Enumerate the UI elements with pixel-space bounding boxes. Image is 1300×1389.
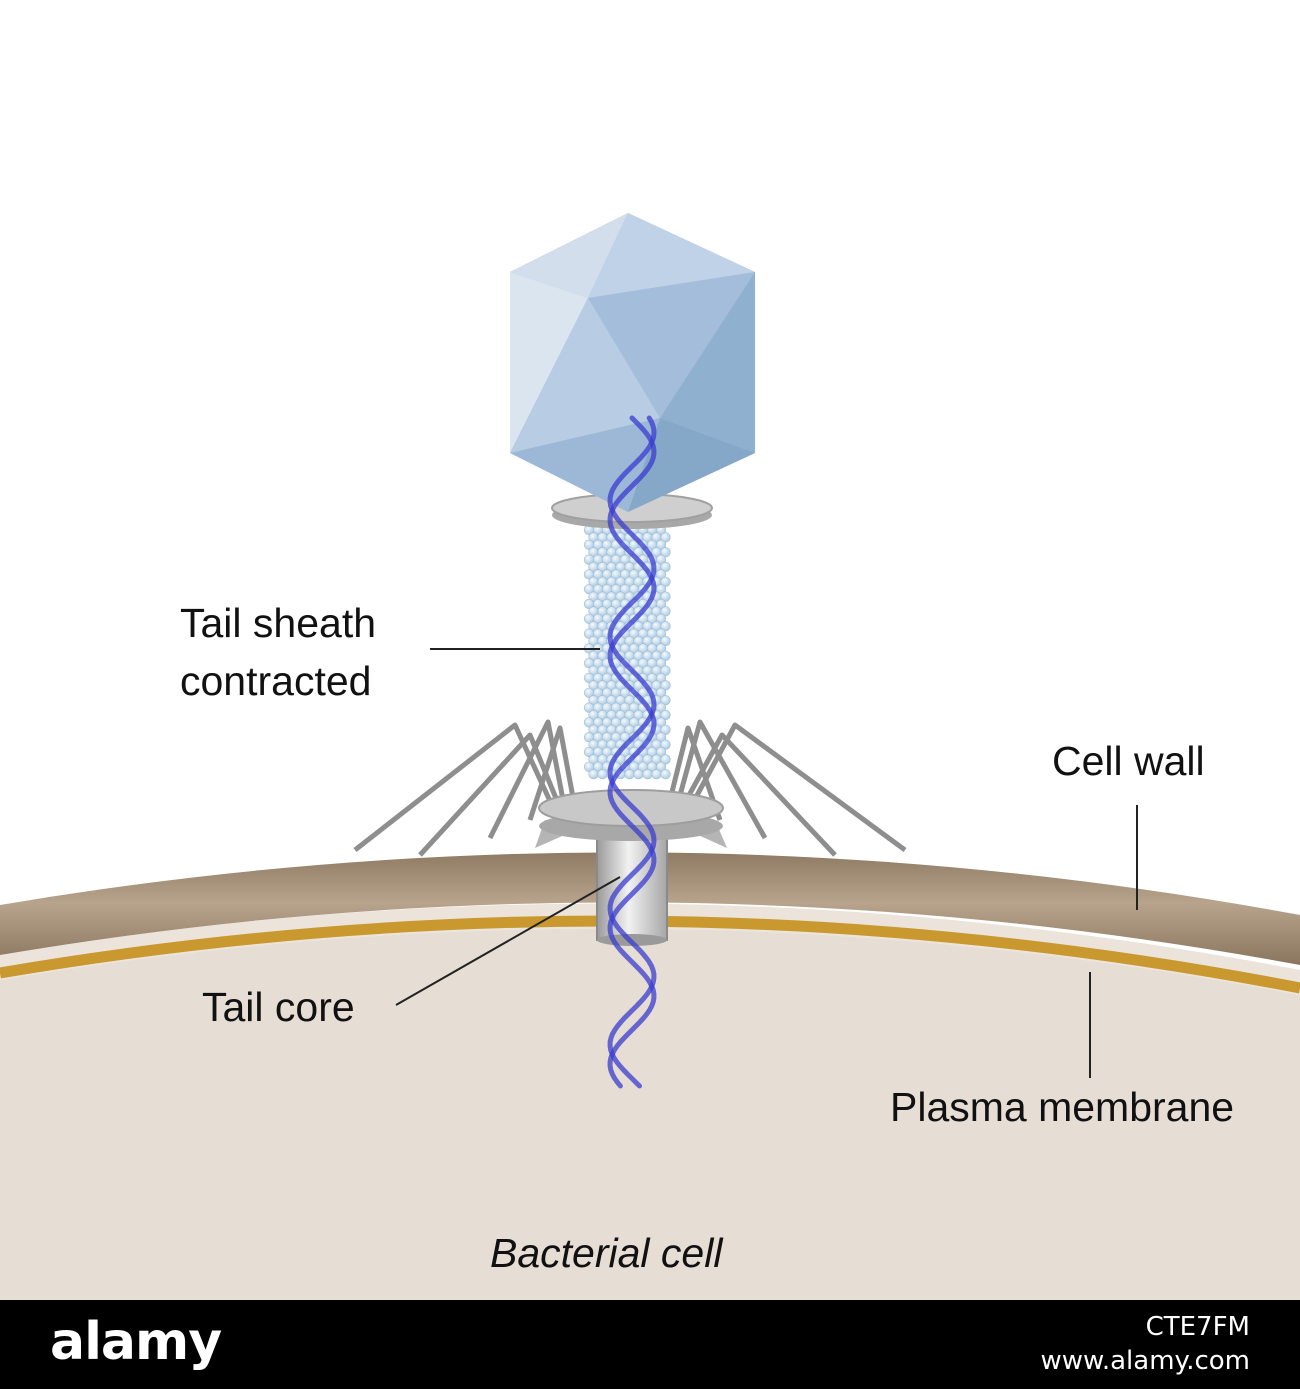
sheath-bead (660, 665, 671, 676)
sheath-bead (660, 650, 671, 661)
sheath-bead (655, 732, 667, 743)
sheath-bead (660, 724, 671, 735)
sheath-bead (660, 547, 671, 558)
sheath-bead (660, 754, 671, 765)
leader-lines (395, 648, 1138, 1078)
sheath-bead (660, 561, 671, 573)
tail-core-label: Tail core (202, 984, 355, 1030)
sheath-bead (655, 643, 667, 654)
sheath-bead (655, 702, 667, 713)
cell-wall-label: Cell wall (1052, 738, 1205, 784)
sheath-bead (642, 769, 653, 780)
sheath-bead (655, 539, 667, 550)
sheath-bead (655, 569, 667, 580)
dna-strand-a (607, 415, 657, 1089)
dna-strand-b (607, 415, 657, 1089)
sheath-bead (660, 606, 671, 617)
sheath-bead (655, 613, 667, 624)
sheath-bead (655, 628, 667, 639)
cytoplasm (0, 928, 1300, 1300)
sheath-bead (588, 769, 599, 780)
cell-wall (0, 852, 1300, 965)
image-id: CTE7FM (1145, 1312, 1250, 1342)
sheath-bead (660, 680, 671, 691)
sheath-bead (624, 769, 635, 780)
sheath-bead (660, 621, 671, 632)
sheath-bead (655, 687, 667, 698)
sheath-bead (655, 672, 667, 684)
sheath-bead (655, 658, 667, 669)
sheath-bead (660, 769, 671, 780)
sheath-bead (660, 532, 671, 543)
sheath-bead (660, 576, 671, 587)
bacterial-cell-label: Bacterial cell (490, 1230, 723, 1276)
sheath-bead (633, 769, 644, 780)
plasma-membrane-label: Plasma membrane (890, 1084, 1235, 1130)
sheath-bead (660, 635, 671, 647)
base-plate (535, 789, 727, 848)
dna-double-helix (607, 415, 657, 1089)
footer-bar: alamy CTE7FM www.alamy.com (0, 1300, 1300, 1389)
sheath-bead (655, 554, 667, 565)
sheath-bead (660, 739, 671, 750)
sheath-bead (655, 761, 667, 772)
sheath-bead (651, 769, 662, 780)
tail-sheath-label-line1: Tail sheath (180, 600, 377, 646)
site-url[interactable]: www.alamy.com (1040, 1346, 1250, 1376)
sheath-bead (660, 695, 671, 706)
tail-sheath-label-line2: contracted (180, 658, 372, 704)
bacteriophage-diagram (0, 213, 1300, 1300)
sheath-bead (597, 769, 608, 780)
tail-core-leader (395, 876, 621, 1006)
sheath-bead (660, 591, 671, 602)
tail-fibers-left (353, 719, 578, 857)
sheath-bead (655, 598, 667, 610)
sheath-bead (655, 746, 667, 758)
tail-sheath-label: Tail sheath contracted (180, 594, 376, 710)
tail-fibers-right (665, 719, 907, 857)
capsid-head (510, 213, 755, 512)
alamy-logo[interactable]: alamy (50, 1312, 222, 1372)
periplasm (0, 903, 1300, 995)
sheath-bead (660, 709, 671, 721)
